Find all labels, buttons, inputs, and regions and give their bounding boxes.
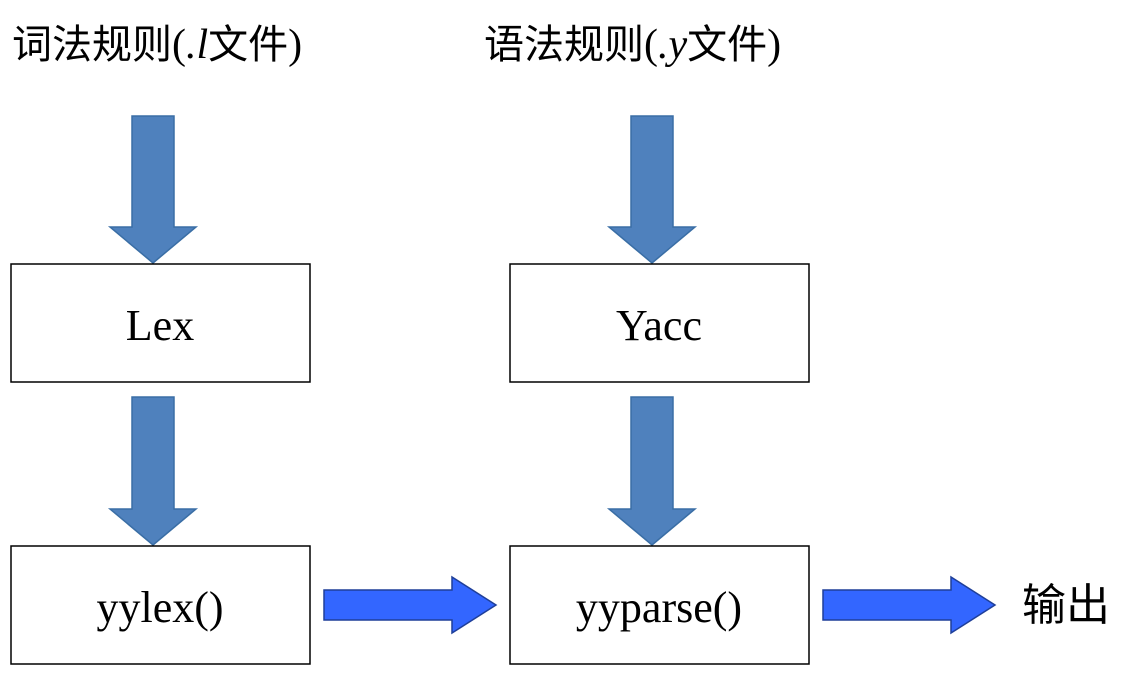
arrow-down-lex-to-yylex [107, 396, 199, 546]
yacc-label: Yacc [616, 301, 702, 350]
output-label: 输出 [1022, 580, 1110, 631]
arrow-right-yylex-to-yyparse [323, 575, 498, 635]
yacc-rules-close-paren: ) [767, 22, 781, 68]
lex-box [10, 263, 311, 383]
arrow-down-lex-rules-to-lex [107, 115, 199, 264]
yylex-box [10, 545, 311, 665]
yacc-rules-open-paren: ( [644, 22, 658, 68]
lex-rules-ext: .l [186, 22, 208, 68]
yacc-rules-ext: .y [658, 22, 688, 68]
lex-rules-header: 词法规则(.l文件) [12, 22, 302, 68]
arrow-down-yacc-rules-to-yacc [606, 115, 698, 264]
yyparse-box [509, 545, 810, 665]
lex-label: Lex [126, 301, 194, 350]
yylex-label: yylex() [96, 583, 223, 632]
yacc-rules-header: 语法规则(.y文件) [484, 22, 781, 68]
lex-rules-open-paren: ( [172, 22, 186, 68]
yacc-rules-suffix: 文件 [687, 22, 767, 68]
arrow-down-yacc-to-yyparse [606, 396, 698, 546]
yacc-box [509, 263, 810, 383]
lex-rules-suffix: 文件 [208, 22, 288, 68]
arrow-right-yyparse-to-output [822, 575, 997, 635]
yacc-rules-prefix: 语法规则 [484, 22, 644, 68]
lex-rules-prefix: 词法规则 [12, 22, 172, 68]
lex-rules-close-paren: ) [288, 22, 302, 68]
yyparse-label: yyparse() [576, 583, 742, 632]
